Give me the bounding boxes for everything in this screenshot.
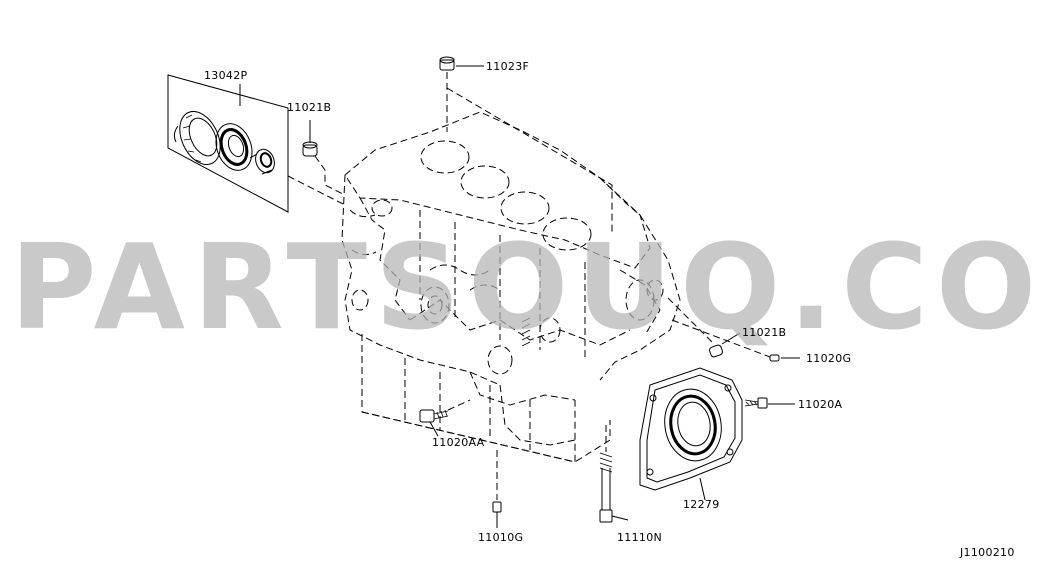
label-11110n[interactable]: 11110N — [617, 531, 662, 544]
bolt-11020aa[interactable] — [419, 409, 449, 423]
label-11021b-right[interactable]: 11021B — [742, 326, 786, 339]
label-11020aa[interactable]: 11020AA — [432, 436, 485, 449]
label-11020a[interactable]: 11020A — [798, 398, 842, 411]
bushing-part — [249, 148, 275, 175]
cylinder-bore-4 — [542, 217, 592, 251]
rear-oil-seal-retainer[interactable] — [639, 367, 743, 491]
dowel-11021b-right[interactable] — [708, 344, 724, 358]
cylinder-block[interactable] — [341, 87, 681, 463]
cylinder-bore-2 — [460, 165, 510, 199]
dowel-11010g[interactable] — [492, 501, 502, 513]
bolt-11020a[interactable] — [744, 397, 768, 409]
main-bearing-bolt-11110n[interactable] — [599, 452, 613, 523]
oil-seal-part — [215, 123, 253, 171]
label-11020g[interactable]: 11020G — [806, 352, 851, 365]
watermark-text: PARTSOUQ.COM — [10, 218, 1045, 356]
label-12279[interactable]: 12279 — [683, 498, 720, 511]
dowel-11021b-top[interactable] — [302, 141, 318, 157]
label-11023f[interactable]: 11023F — [486, 60, 529, 73]
label-11010g[interactable]: 11010G — [478, 531, 523, 544]
sprocket-part — [173, 111, 221, 165]
timing-sprocket-assembly[interactable] — [167, 74, 289, 213]
cylinder-bore-1 — [420, 140, 470, 174]
cylinder-bore-3 — [500, 191, 550, 225]
label-11021b-top[interactable]: 11021B — [287, 101, 331, 114]
pin-11020g[interactable] — [769, 354, 780, 362]
label-13042p[interactable]: 13042P — [204, 69, 247, 82]
plug-11023f[interactable] — [439, 56, 455, 71]
figure-code: J1100210 — [959, 546, 1015, 559]
